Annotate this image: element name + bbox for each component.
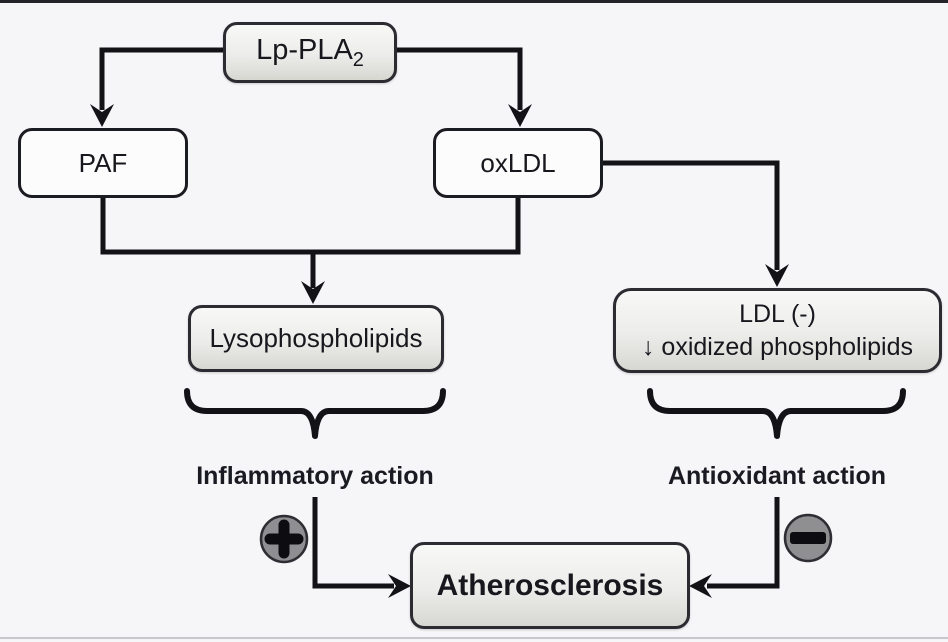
arrowhead-into-athero-left <box>388 574 411 598</box>
ldl-minus-line2: ↓ oxidized phospholipids <box>641 332 913 361</box>
arrowhead-into-athero-right <box>689 574 712 598</box>
lp-pla2-subscript: 2 <box>352 48 364 71</box>
antioxidant-action-label: Antioxidant action <box>667 462 887 490</box>
connector-antioxidant-to-athero <box>707 497 780 589</box>
connector-lp-pla2-to-paf <box>99 47 223 110</box>
arrowhead-into-lyso <box>301 281 325 304</box>
top-border-line <box>0 0 948 3</box>
connector-inflammatory-to-athero <box>312 497 394 589</box>
ldl-minus-node: LDL (-) ↓ oxidized phospholipids <box>613 288 942 373</box>
paf-node: PAF <box>18 128 188 198</box>
oxldl-label: oxLDL <box>480 147 556 178</box>
oxldl-node: oxLDL <box>433 128 603 198</box>
plus-icon <box>259 514 309 564</box>
arrowhead-into-paf <box>90 104 114 127</box>
lp-pla2-label: Lp-PLA2 <box>256 33 364 71</box>
lysophospholipids-node: Lysophospholipids <box>188 305 444 372</box>
connector-oxldl-to-ldl <box>602 160 780 270</box>
atherosclerosis-label: Atherosclerosis <box>436 568 664 602</box>
arrowhead-into-oxldl <box>508 104 532 127</box>
connector-lp-pla2-to-oxldl <box>397 47 523 110</box>
atherosclerosis-node: Atherosclerosis <box>410 542 690 629</box>
brace-right <box>647 388 906 439</box>
arrowhead-into-ldl <box>765 264 789 287</box>
minus-icon <box>783 513 833 563</box>
inflammatory-action-label: Inflammatory action <box>196 462 434 490</box>
bottom-border-line <box>0 637 948 639</box>
lp-pla2-node: Lp-PLA2 <box>223 22 397 83</box>
lysophospholipids-label: Lysophospholipids <box>209 323 423 353</box>
paf-label: PAF <box>78 147 128 178</box>
connector-paf-oxldl-junction <box>100 198 521 255</box>
brace-left <box>184 388 446 439</box>
ldl-minus-line1: LDL (-) <box>739 300 816 328</box>
